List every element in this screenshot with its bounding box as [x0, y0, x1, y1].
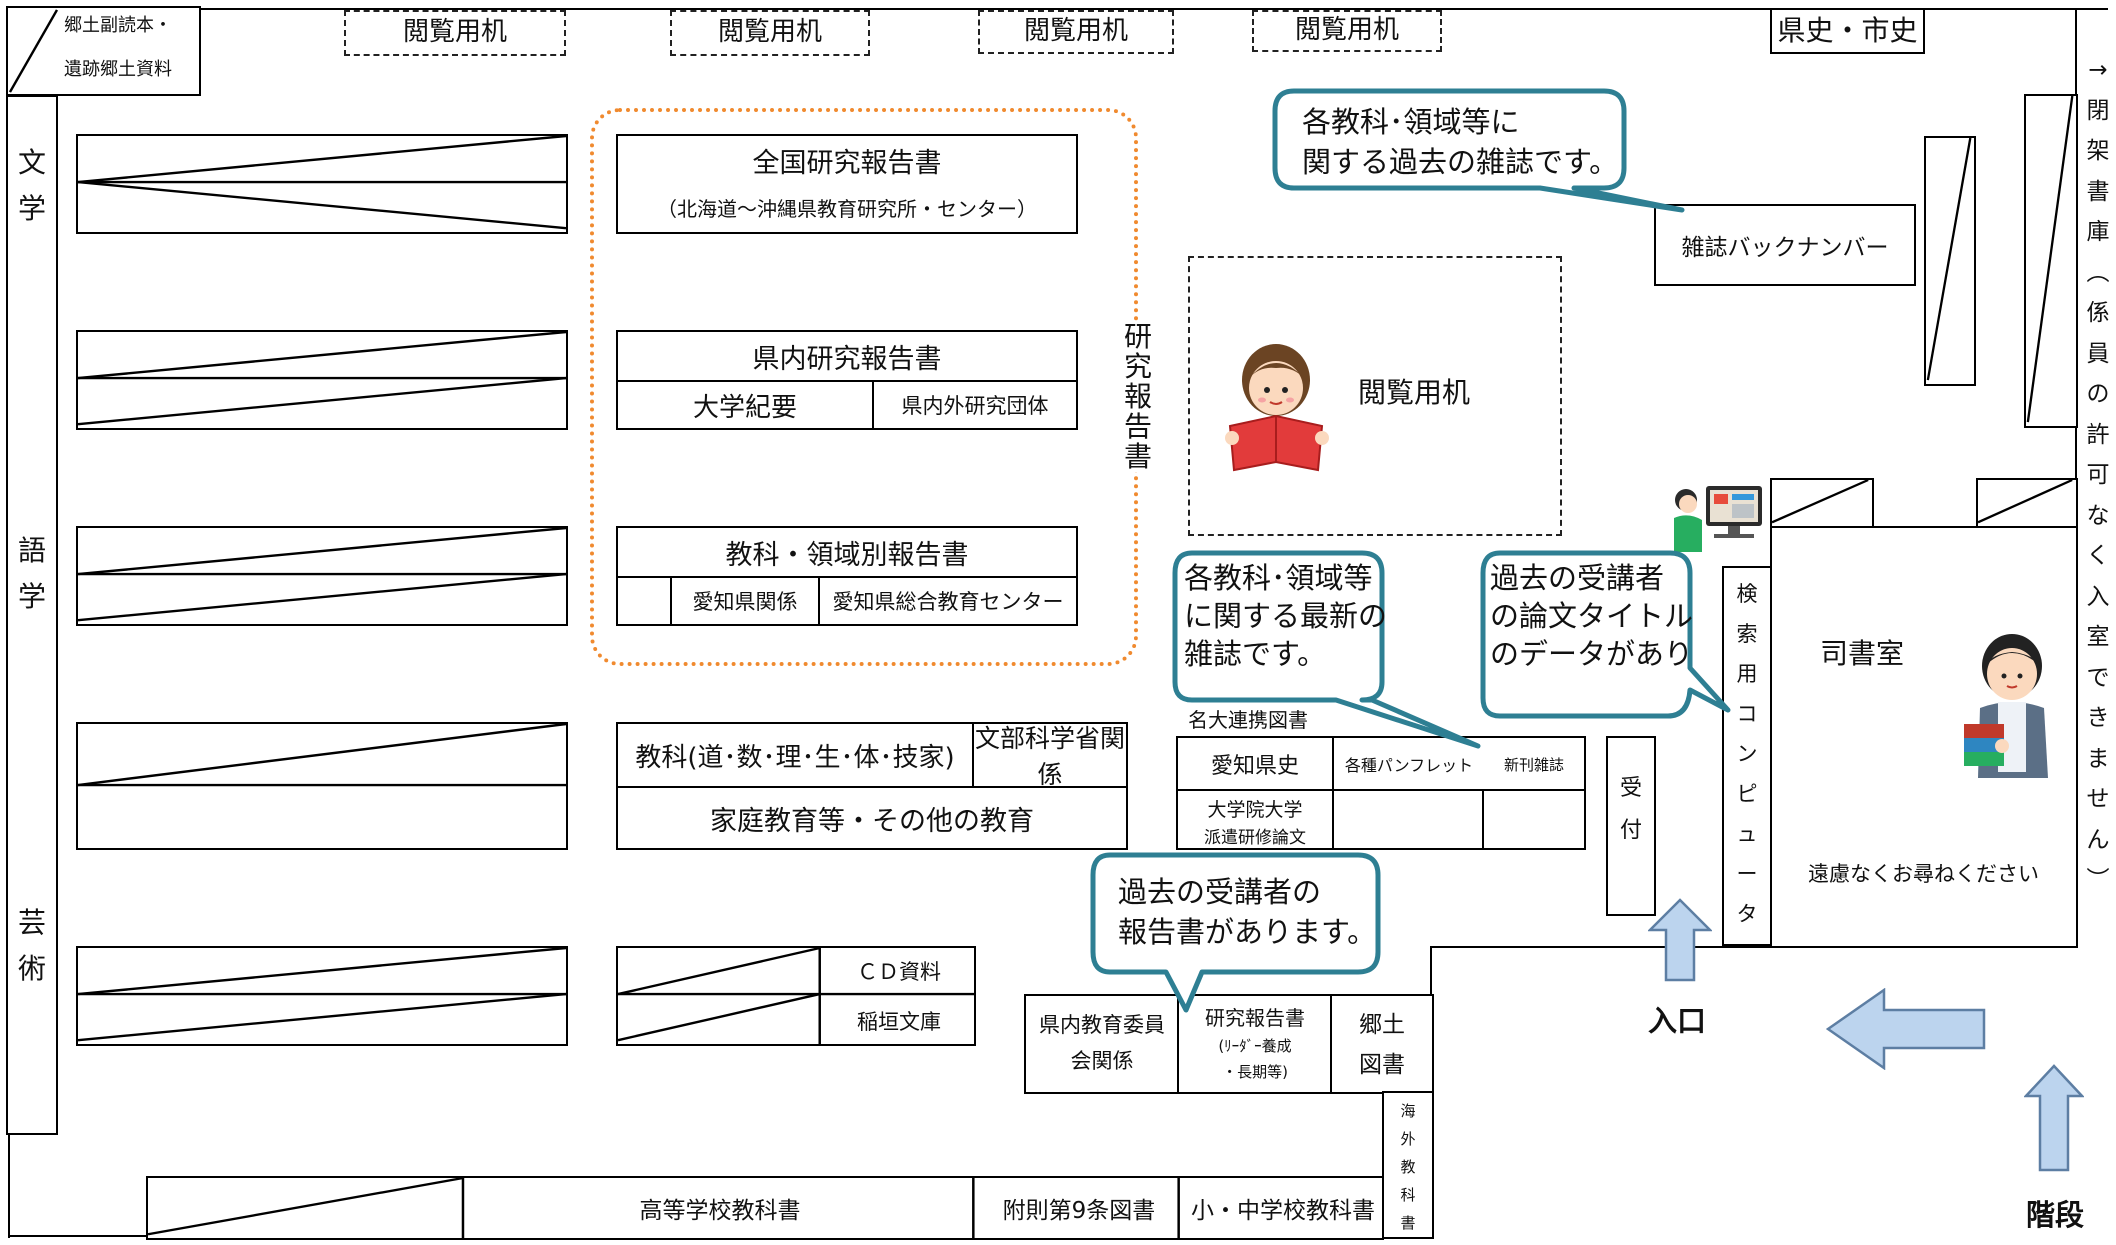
- closed-stacks-notice: →閉架書庫︵係員の許可なく入室できません︶: [2086, 57, 2110, 893]
- research-reports-label: 研究報告書: [1118, 322, 1158, 472]
- shelf-row-3[interactable]: [76, 526, 568, 626]
- magazine-back-numbers-shelf[interactable]: 雑誌バックナンバー: [1654, 204, 1916, 286]
- callout-thesis-data-line1: 過去の受講者: [1490, 561, 1665, 595]
- callout-trainee-reports-line1: 過去の受講者の: [1118, 875, 1322, 909]
- right-shelf-narrow: [1924, 136, 1976, 386]
- callout-latest-magazines-line2: に関する最新の: [1184, 599, 1388, 633]
- librarian-icon: [1964, 634, 2048, 778]
- hall-arrow-icon: [1826, 988, 1986, 1070]
- literature-label: 文学: [17, 146, 46, 225]
- local-books-shelf[interactable]: 郷土 図書: [1330, 994, 1434, 1094]
- shelf-row-5[interactable]: [76, 946, 568, 1046]
- callout-latest-magazines-line1: 各教科･領域等: [1184, 561, 1373, 595]
- foreign-textbooks-shelf[interactable]: 海外教科書: [1382, 1091, 1434, 1239]
- librarian-room-note: 遠慮なくお尋ねください: [1808, 862, 2039, 886]
- shelf-row-1[interactable]: [76, 134, 568, 234]
- linguistics-label: 語学: [17, 534, 46, 613]
- callout-trainee-reports-line2: 報告書があります。: [1118, 915, 1377, 949]
- entrance-wall-horizontal: [1430, 946, 2078, 948]
- reading-desk-4[interactable]: 閲覧用机: [1252, 10, 1442, 52]
- librarian-room[interactable]: 司書室 遠慮なくお尋ねください: [1770, 526, 2078, 948]
- callout-latest-magazines: [1172, 550, 1481, 749]
- librarian-shelf-2: [1976, 478, 2078, 528]
- magazine-shelf[interactable]: 愛知県史 各種パンフレット 新刊雑誌 大学院大学 派遣研修論文: [1176, 736, 1586, 850]
- stairs-arrow-icon: [2024, 1064, 2084, 1172]
- reading-desk-2[interactable]: 閲覧用机: [670, 10, 870, 56]
- subjects-shelf[interactable]: 教科(道･数･理･生･体･技家) 文部科学省関係 家庭教育等・その他の教育: [616, 722, 1128, 850]
- callout-thesis-data-line3: のデータがあり: [1490, 637, 1694, 671]
- reading-desk-1[interactable]: 閲覧用机: [344, 10, 566, 56]
- computer-user-icon: [1674, 486, 1762, 552]
- librarian-shelf-1: [1770, 478, 1874, 528]
- textbook-row[interactable]: 高等学校教科書 附則第9条図書 小・中学校教科書: [146, 1176, 1384, 1240]
- national-reports-shelf[interactable]: 全国研究報告書 （北海道～沖縄県教育研究所・センター）: [616, 134, 1078, 234]
- cd-inagaki-shelf[interactable]: ＣＤ資料 稲垣文庫: [616, 946, 976, 1046]
- center-reading-desk[interactable]: 閲覧用机: [1188, 256, 1562, 536]
- trainee-reports-shelf[interactable]: 研究報告書 (ﾘｰﾀﾞｰ養成 ・長期等): [1177, 994, 1333, 1094]
- prefecture-city-history-shelf[interactable]: 県史・市史: [1770, 8, 1925, 54]
- shelf-row-2[interactable]: [76, 330, 568, 430]
- local-supplement-shelf: 郷土副読本・ 遺跡郷土資料: [6, 6, 201, 96]
- shelf-row-4[interactable]: [76, 722, 568, 850]
- callout-past-magazines: [1272, 88, 1685, 213]
- reception-desk[interactable]: 受付: [1606, 736, 1656, 916]
- subject-reports-shelf[interactable]: 教科・領域別報告書 愛知県関係 愛知県総合教育センター: [616, 526, 1078, 626]
- librarian-room-title: 司書室: [1820, 637, 1905, 670]
- entrance-arrow-icon: [1648, 898, 1712, 982]
- callout-latest-magazines-line3: 雑誌です。: [1184, 637, 1327, 671]
- local-supplement-label-2: 遺跡郷土資料: [64, 59, 172, 80]
- search-computer[interactable]: 検索用コンピュータ: [1722, 566, 1772, 946]
- callout-thesis-data: [1480, 550, 1731, 719]
- reading-girl-icon: [1225, 344, 1329, 472]
- callout-trainee-reports: [1090, 852, 1381, 1013]
- callout-past-magazines-line2: 関する過去の雑誌です。: [1302, 145, 1619, 179]
- prefecture-reports-shelf[interactable]: 県内研究報告書 大学紀要 県内外研究団体: [616, 330, 1078, 430]
- nagoya-collab-label: 名大連携図書: [1188, 708, 1308, 732]
- top-wall: [8, 8, 2108, 10]
- callout-thesis-data-line2: の論文タイトル: [1490, 599, 1694, 633]
- arts-label: 芸術: [17, 906, 46, 985]
- board-of-education-shelf[interactable]: 県内教育委員 会関係: [1024, 994, 1180, 1094]
- callout-past-magazines-line1: 各教科･領域等に: [1302, 105, 1520, 139]
- stairs-label: 階段: [2026, 1198, 2085, 1232]
- reading-desk-3[interactable]: 閲覧用机: [978, 10, 1174, 54]
- local-supplement-label-1: 郷土副読本・: [64, 15, 172, 36]
- right-shelf-tall: [2024, 94, 2078, 428]
- entrance-label: 入口: [1648, 1004, 1707, 1038]
- left-wall-shelf: [6, 95, 58, 1135]
